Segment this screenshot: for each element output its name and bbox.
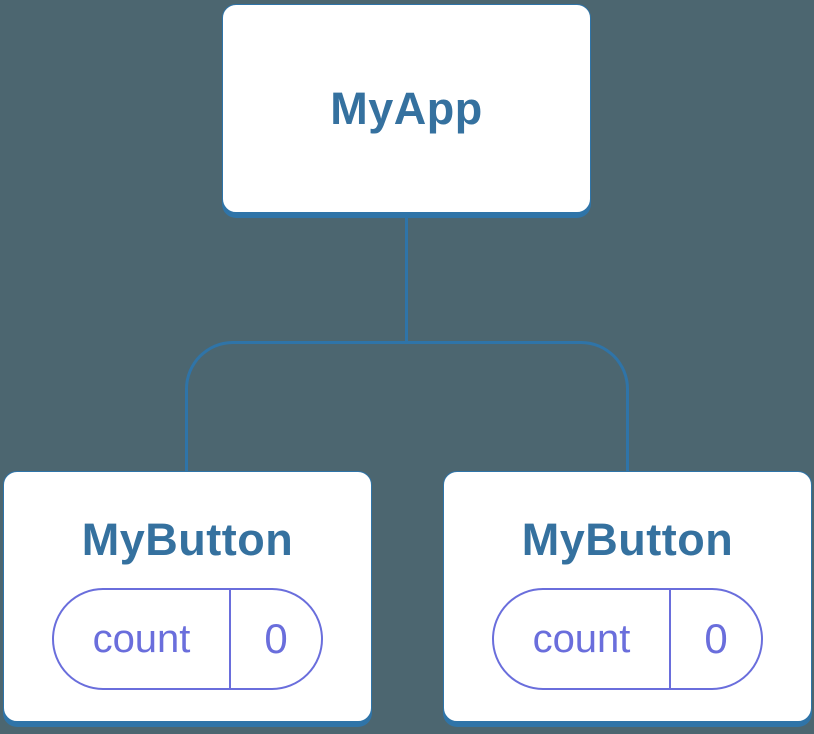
connector-stem-line <box>404 216 408 344</box>
state-key-label: count <box>92 616 191 661</box>
node-mybutton-left-label: MyButton <box>81 514 294 565</box>
pill-divider <box>669 590 671 688</box>
node-mybutton-left: MyButton count 0 <box>3 471 372 722</box>
node-myapp-label: MyApp <box>330 82 483 134</box>
connector-branch-bracket <box>185 341 629 471</box>
state-key-label: count <box>532 616 631 661</box>
state-pill-right: count 0 <box>492 588 763 690</box>
state-value: 0 <box>264 615 288 662</box>
node-mybutton-right: MyButton count 0 <box>443 471 812 722</box>
state-pill-left: count 0 <box>52 588 323 690</box>
state-value: 0 <box>704 615 728 662</box>
node-mybutton-right-label: MyButton <box>521 514 734 565</box>
pill-divider <box>229 590 231 688</box>
node-myapp: MyApp <box>222 4 591 213</box>
